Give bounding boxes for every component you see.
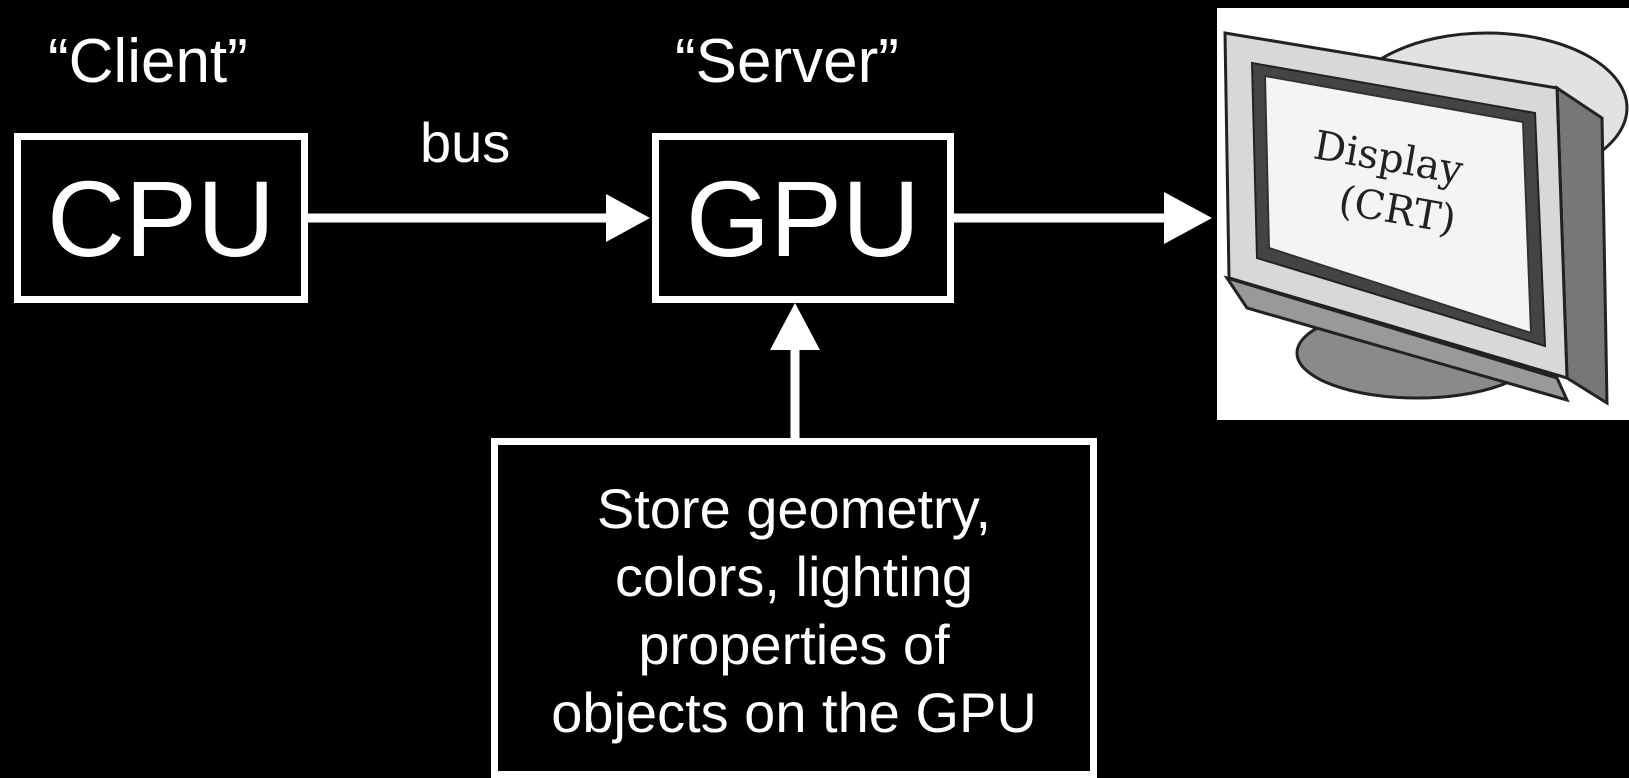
gpu-box: GPU xyxy=(652,133,954,303)
cpu-box: CPU xyxy=(14,133,308,303)
storage-note-line-1: Store geometry, xyxy=(596,477,992,540)
server-label: “Server” xyxy=(675,27,899,96)
bus-arrow xyxy=(308,194,650,242)
storage-to-gpu-arrow xyxy=(770,303,820,438)
display-output-arrow xyxy=(954,192,1212,244)
gpu-label: GPU xyxy=(685,157,921,279)
cpu-label: CPU xyxy=(46,157,276,279)
storage-note-line-3: properties of xyxy=(638,613,950,676)
gpu-storage-note-box: Store geometry, colors, lighting propert… xyxy=(491,438,1097,778)
client-label: “Client” xyxy=(48,27,248,96)
bus-label: bus xyxy=(420,111,511,174)
crt-monitor-image: Display (CRT) xyxy=(1217,8,1629,420)
storage-note-line-2: colors, lighting xyxy=(615,545,973,608)
storage-note-line-4: objects on the GPU xyxy=(551,681,1037,744)
crt-monitor-icon: Display (CRT) xyxy=(1223,31,1629,406)
